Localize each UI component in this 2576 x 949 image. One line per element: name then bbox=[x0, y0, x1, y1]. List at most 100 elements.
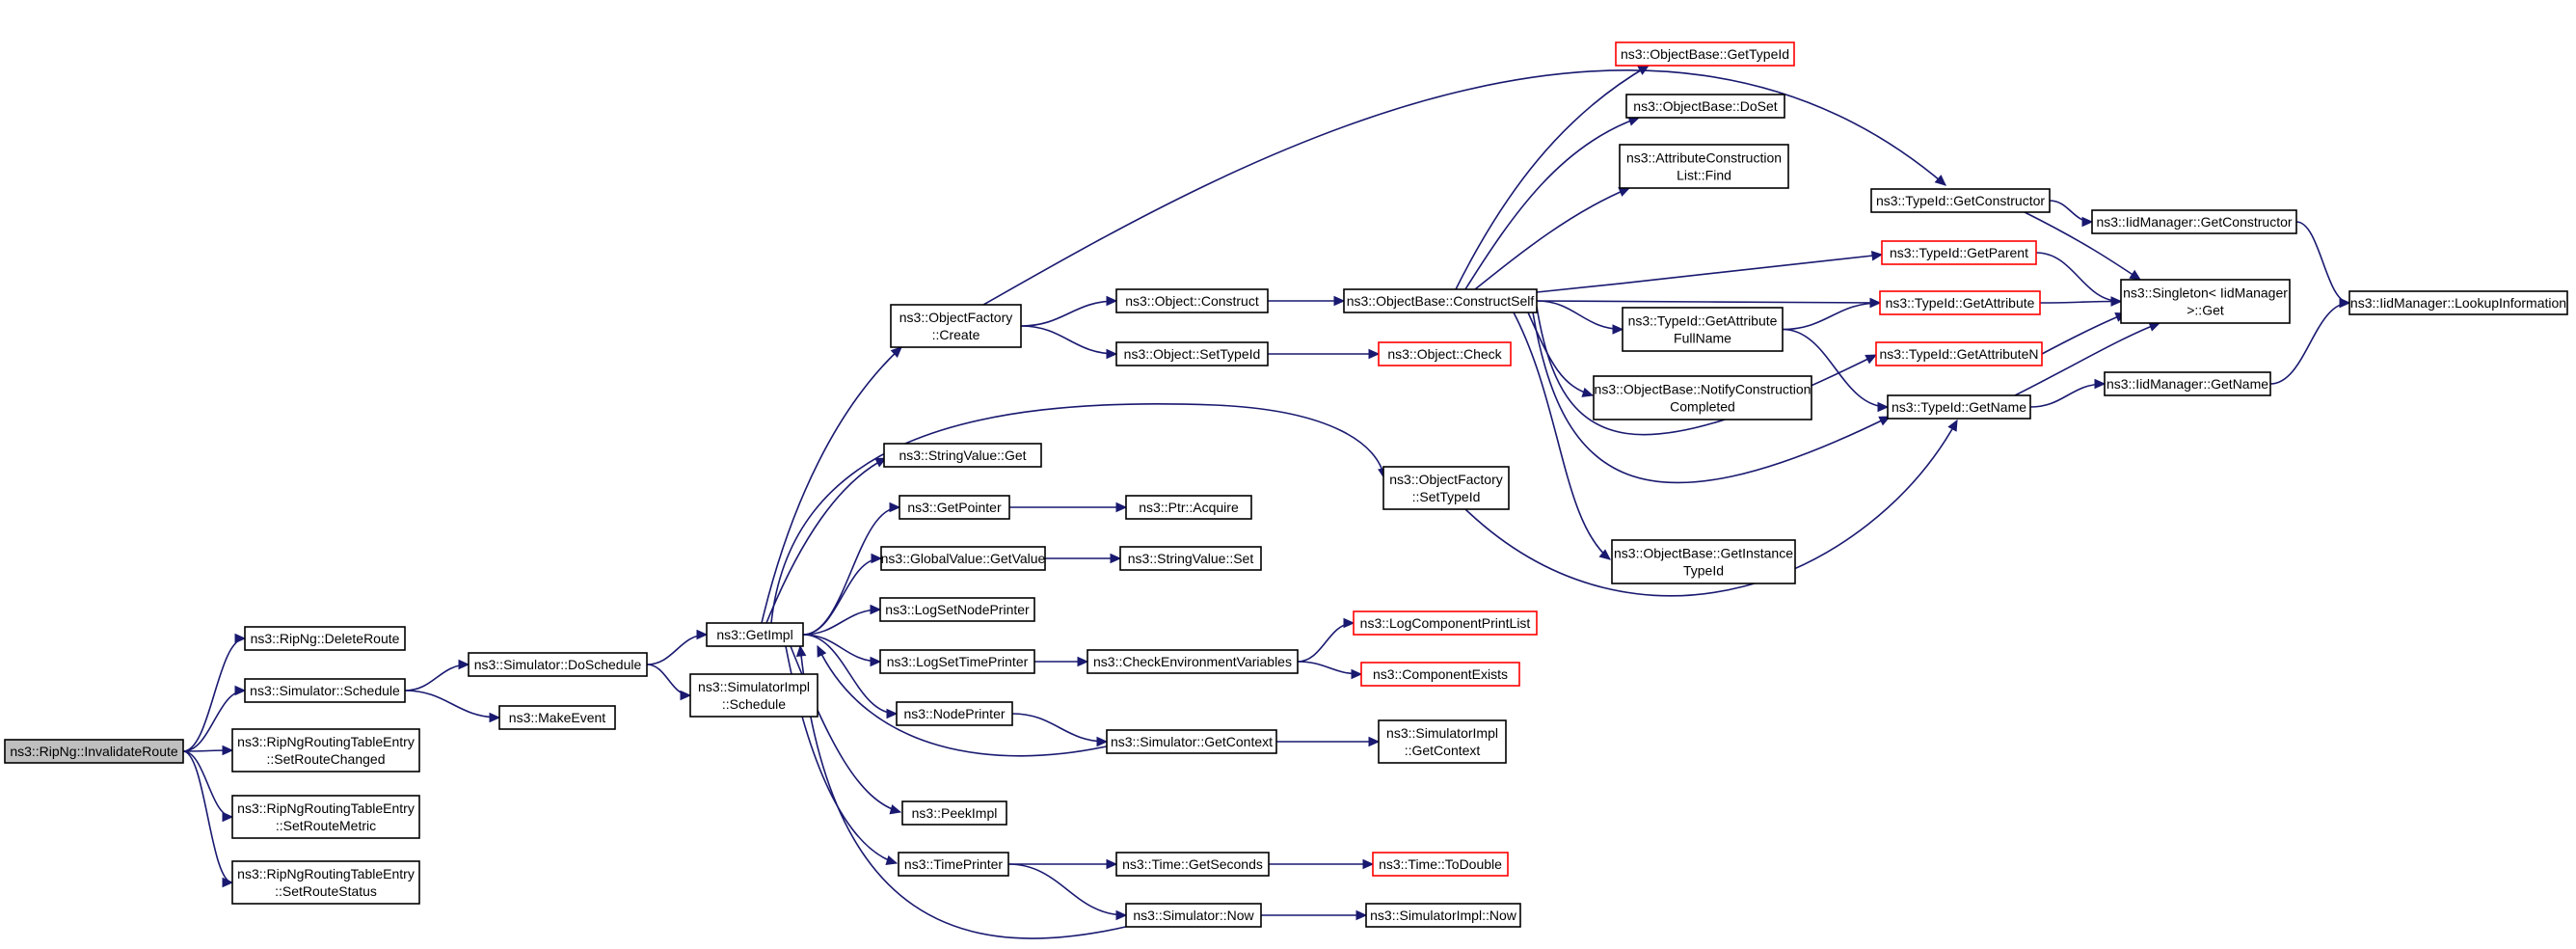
edge-objconstruct-to-constructself bbox=[1267, 295, 1346, 307]
node-simnow[interactable]: ns3::Simulator::Now bbox=[1125, 903, 1262, 928]
node-label: ns3::IidManager::LookupInformation bbox=[2350, 295, 2566, 311]
node-logsettimeprinter[interactable]: ns3::LogSetTimePrinter bbox=[879, 649, 1035, 674]
node-getpointer[interactable]: ns3::GetPointer bbox=[899, 495, 1010, 520]
node-box bbox=[468, 652, 648, 677]
arrowhead bbox=[890, 346, 902, 358]
node-label: ns3::LogComponentPrintList bbox=[1360, 615, 1531, 631]
node-label: ns3::ObjectBase::NotifyConstruction bbox=[1595, 382, 1811, 397]
node-invalidate[interactable]: ns3::RipNg::InvalidateRoute bbox=[4, 739, 184, 764]
node-box bbox=[1625, 94, 1785, 119]
node-peekimpl[interactable]: ns3::PeekImpl bbox=[901, 800, 1007, 826]
node-label: TypeId bbox=[1683, 563, 1724, 579]
node-box bbox=[231, 728, 420, 773]
node-typeidgetconstructor[interactable]: ns3::TypeId::GetConstructor bbox=[1870, 188, 2051, 213]
node-deleteroute[interactable]: ns3::RipNg::DeleteRoute bbox=[244, 626, 406, 651]
node-checkenv[interactable]: ns3::CheckEnvironmentVariables bbox=[1087, 649, 1299, 674]
node-box bbox=[244, 626, 406, 651]
arrowhead bbox=[889, 502, 901, 513]
node-schedule[interactable]: ns3::Simulator::Schedule bbox=[244, 678, 406, 703]
edge-path bbox=[817, 645, 1112, 757]
arrowhead bbox=[889, 804, 902, 815]
node-nodeprinter[interactable]: ns3::NodePrinter bbox=[896, 701, 1013, 726]
node-box bbox=[1360, 662, 1520, 687]
node-objsettypeid[interactable]: ns3::Object::SetTypeId bbox=[1115, 341, 1269, 366]
node-getimpl[interactable]: ns3::GetImpl bbox=[706, 622, 804, 647]
node-label: ns3::TypeId::GetAttribute bbox=[1628, 313, 1778, 329]
node-label: ns3::StringValue::Set bbox=[1128, 551, 1254, 566]
edge-getimpl-to-globalvaluegetvalue bbox=[802, 553, 883, 636]
node-stringvalueset[interactable]: ns3::StringValue::Set bbox=[1119, 546, 1262, 571]
arrowhead bbox=[234, 685, 247, 696]
node-iidgetname[interactable]: ns3::IidManager::GetName bbox=[2104, 371, 2271, 396]
node-setroutestatus[interactable]: ns3::RipNgRoutingTableEntry::SetRouteSta… bbox=[231, 860, 420, 905]
edge-constructself-to-typeidgetattribute bbox=[1536, 297, 1882, 309]
edge-path bbox=[2295, 221, 2350, 304]
arrowhead bbox=[680, 690, 692, 701]
node-typeidgetparent[interactable]: ns3::TypeId::GetParent bbox=[1881, 240, 2037, 265]
arrowhead bbox=[1934, 175, 1946, 186]
node-box bbox=[1125, 495, 1252, 520]
arrowhead bbox=[2339, 297, 2351, 309]
node-objcheck[interactable]: ns3::Object::Check bbox=[1378, 341, 1512, 366]
node-label: ns3::MakeEvent bbox=[509, 710, 605, 725]
node-label: ns3::ObjectBase::GetInstance bbox=[1614, 546, 1793, 561]
node-constructself[interactable]: ns3::ObjectBase::ConstructSelf bbox=[1343, 288, 1538, 313]
node-ptracquire[interactable]: ns3::Ptr::Acquire bbox=[1125, 495, 1252, 520]
edge-path bbox=[1007, 863, 1127, 916]
node-label: ::GetContext bbox=[1405, 743, 1481, 758]
node-makeevent[interactable]: ns3::MakeEvent bbox=[498, 705, 616, 730]
node-ofsettypeid[interactable]: ns3::ObjectFactory::SetTypeId bbox=[1382, 466, 1510, 510]
node-obgettypeid[interactable]: ns3::ObjectBase::GetTypeId bbox=[1615, 41, 1795, 67]
node-logsetnodeprinter[interactable]: ns3::LogSetNodePrinter bbox=[879, 597, 1035, 622]
node-typeidgetattribute[interactable]: ns3::TypeId::GetAttribute bbox=[1879, 290, 2041, 315]
node-objconstruct[interactable]: ns3::Object::Construct bbox=[1115, 288, 1269, 313]
edge-simgetcontext-to-simimplgetcontext bbox=[1275, 736, 1381, 747]
arrowhead bbox=[885, 854, 899, 866]
node-notifyconst[interactable]: ns3::ObjectBase::NotifyConstructionCompl… bbox=[1593, 375, 1812, 420]
node-setroutemetric[interactable]: ns3::RipNgRoutingTableEntry::SetRouteMet… bbox=[231, 795, 420, 839]
node-logcomponentprintlist[interactable]: ns3::LogComponentPrintList bbox=[1353, 610, 1538, 636]
node-typeidgetattributen[interactable]: ns3::TypeId::GetAttributeN bbox=[1875, 341, 2043, 366]
node-timetodouble[interactable]: ns3::Time::ToDouble bbox=[1372, 852, 1509, 877]
node-label: ::SetRouteStatus bbox=[275, 883, 377, 899]
node-timegetseconds[interactable]: ns3::Time::GetSeconds bbox=[1115, 852, 1270, 877]
edge-path bbox=[1536, 254, 1883, 293]
node-componentexists[interactable]: ns3::ComponentExists bbox=[1360, 662, 1520, 687]
node-typeidgetname[interactable]: ns3::TypeId::GetName bbox=[1887, 394, 2031, 420]
arrowhead bbox=[1115, 909, 1128, 921]
node-singletonget[interactable]: ns3::Singleton< IidManager>::Get bbox=[2120, 279, 2291, 324]
node-simgetcontext[interactable]: ns3::Simulator::GetContext bbox=[1106, 729, 1277, 754]
arrowhead bbox=[1869, 297, 1882, 309]
node-label: ns3::Simulator::Now bbox=[1133, 908, 1254, 923]
node-iidgetconstructor[interactable]: ns3::IidManager::GetConstructor bbox=[2091, 209, 2297, 234]
node-globalvaluegetvalue[interactable]: ns3::GlobalValue::GetValue bbox=[880, 546, 1046, 571]
node-simimplgetcontext[interactable]: ns3::SimulatorImpl::GetContext bbox=[1378, 719, 1507, 764]
edge-objsettypeid-to-objcheck bbox=[1268, 348, 1381, 360]
node-doschedule[interactable]: ns3::Simulator::DoSchedule bbox=[468, 652, 648, 677]
edge-path bbox=[1527, 312, 1594, 396]
node-iidlookupinfo[interactable]: ns3::IidManager::LookupInformation bbox=[2348, 290, 2568, 315]
node-setroutechanged[interactable]: ns3::RipNgRoutingTableEntry::SetRouteCha… bbox=[231, 728, 420, 773]
edge-constructself-to-getinstancetypeid bbox=[1513, 312, 1611, 560]
node-stringvalueget[interactable]: ns3::StringValue::Get bbox=[883, 443, 1042, 468]
arrowhead bbox=[1877, 401, 1890, 413]
node-ofcreate[interactable]: ns3::ObjectFactory::Create bbox=[890, 304, 1022, 348]
edge-path bbox=[182, 750, 233, 818]
node-label: ns3::Simulator::GetContext bbox=[1111, 734, 1273, 749]
node-timeprinter[interactable]: ns3::TimePrinter bbox=[898, 852, 1009, 877]
edge-typeidgetattribute-to-singletonget bbox=[2039, 296, 2123, 307]
node-obdoset[interactable]: ns3::ObjectBase::DoSet bbox=[1625, 94, 1785, 119]
arrowhead bbox=[1618, 187, 1631, 197]
arrowhead bbox=[2129, 269, 2142, 281]
node-label: ns3::RipNgRoutingTableEntry bbox=[237, 800, 415, 816]
node-simimplnow[interactable]: ns3::SimulatorImpl::Now bbox=[1365, 903, 1521, 928]
arrowhead bbox=[1368, 736, 1381, 747]
edge-ofcreate-to-typeidgetconstructor bbox=[982, 69, 1946, 306]
node-label: ns3::AttributeConstruction bbox=[1626, 150, 1782, 166]
edge-path bbox=[182, 637, 246, 752]
node-simimplschedule[interactable]: ns3::SimulatorImpl::Schedule bbox=[689, 673, 818, 718]
arrowhead bbox=[1333, 295, 1346, 307]
